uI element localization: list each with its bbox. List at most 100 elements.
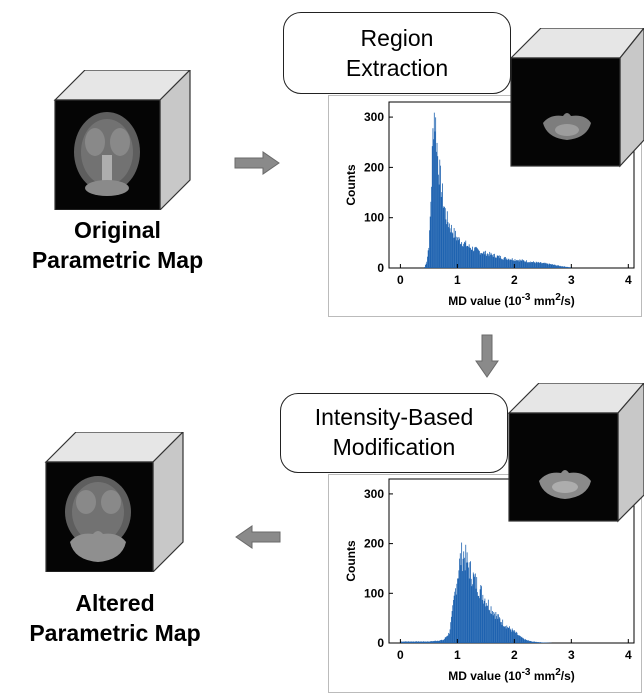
- histogram-bar: [424, 642, 425, 643]
- histogram-bar: [415, 641, 416, 643]
- histogram-bar: [491, 253, 492, 268]
- histogram-bar: [465, 545, 466, 643]
- histogram-bar: [486, 256, 487, 268]
- histogram-bar: [551, 264, 552, 268]
- histogram-bar: [444, 639, 445, 643]
- histogram-bar: [432, 146, 433, 268]
- histogram-bar: [484, 252, 485, 268]
- histogram-bar: [545, 263, 546, 268]
- histogram-bar: [543, 642, 544, 643]
- histogram-bar: [526, 640, 527, 643]
- x-tick-label: 3: [568, 648, 575, 662]
- histogram-bar: [404, 642, 405, 643]
- histogram-bar: [560, 266, 561, 268]
- histogram-bar: [528, 640, 529, 643]
- histogram-bar: [539, 642, 540, 643]
- histogram-bar: [495, 612, 496, 643]
- histogram-bar: [480, 589, 481, 643]
- histogram-bar: [474, 247, 475, 268]
- histogram-bar: [510, 260, 511, 268]
- histogram-bar: [532, 642, 533, 643]
- histogram-bar: [478, 250, 479, 268]
- histogram-bar: [521, 260, 522, 268]
- y-axis-label: Counts: [344, 540, 358, 582]
- histogram-bar: [454, 228, 455, 268]
- histogram-bar: [452, 233, 453, 268]
- histogram-bar: [501, 622, 502, 643]
- histogram-bar: [452, 605, 453, 643]
- histogram-bar: [428, 642, 429, 643]
- histogram-bar: [451, 225, 452, 268]
- histogram-bar: [466, 563, 467, 643]
- histogram-bar: [504, 626, 505, 643]
- histogram-bar: [502, 625, 503, 643]
- histogram-bar: [482, 600, 483, 643]
- histogram-bar: [551, 265, 552, 268]
- histogram-bar: [439, 640, 440, 643]
- y-tick-label: 100: [364, 211, 384, 225]
- histogram-bar: [443, 640, 444, 643]
- histogram-bar: [497, 614, 498, 643]
- histogram-bar: [497, 256, 498, 268]
- histogram-bar: [510, 259, 511, 268]
- histogram-bar: [534, 641, 535, 643]
- histogram-bar: [458, 240, 459, 268]
- histogram-bar: [567, 267, 568, 268]
- histogram-bar: [464, 242, 465, 268]
- histogram-bar: [474, 577, 475, 643]
- histogram-bar: [502, 259, 503, 268]
- histogram-bar: [469, 244, 470, 268]
- histogram-bar: [466, 246, 467, 268]
- histogram-bar: [527, 262, 528, 268]
- histogram-bar: [469, 562, 470, 643]
- histogram-bar: [515, 261, 516, 268]
- histogram-bar: [499, 255, 500, 268]
- histogram-bar: [430, 641, 431, 643]
- histogram-bar: [513, 630, 514, 643]
- histogram-bar: [536, 262, 537, 268]
- histogram-bar: [500, 622, 501, 643]
- histogram-bar: [455, 231, 456, 268]
- histogram-bar: [490, 613, 491, 643]
- histogram-bar: [401, 641, 402, 643]
- histogram-bar: [554, 265, 555, 268]
- histogram-bar: [424, 267, 425, 268]
- region-extraction-box: Region Extraction: [283, 12, 511, 94]
- histogram-bar: [486, 603, 487, 643]
- histogram-bar: [414, 642, 415, 643]
- histogram-bar: [543, 263, 544, 268]
- histogram-bar: [484, 599, 485, 643]
- histogram-bar: [522, 638, 523, 643]
- original-map-label-line1: Original: [10, 215, 225, 245]
- histogram-bar: [530, 641, 531, 643]
- y-axis-label: Counts: [344, 164, 358, 206]
- histogram-bar: [478, 596, 479, 643]
- histogram-bar: [435, 117, 436, 268]
- histogram-bar: [459, 237, 460, 268]
- histogram-bar: [449, 634, 450, 643]
- histogram-bar: [425, 265, 426, 268]
- histogram-bar: [441, 197, 442, 268]
- histogram-bar: [491, 614, 492, 643]
- histogram-bar: [481, 586, 482, 643]
- histogram-bar: [556, 265, 557, 268]
- histogram-bar: [450, 228, 451, 268]
- histogram-bar: [433, 641, 434, 643]
- histogram-bar: [539, 642, 540, 643]
- histogram-bar: [437, 156, 438, 268]
- histogram-bar: [497, 255, 498, 268]
- histogram-bar: [547, 264, 548, 268]
- histogram-bar: [555, 265, 556, 268]
- histogram-bar: [499, 617, 500, 643]
- histogram-bar: [519, 635, 520, 643]
- histogram-bar: [456, 584, 457, 643]
- histogram-bar: [508, 628, 509, 643]
- histogram-bar: [433, 641, 434, 643]
- histogram-bar: [558, 266, 559, 268]
- histogram-bar: [505, 626, 506, 643]
- histogram-bar: [476, 247, 477, 268]
- histogram-bar: [531, 262, 532, 268]
- histogram-bar: [432, 641, 433, 643]
- histogram-bar: [475, 247, 476, 268]
- histogram-bar: [545, 263, 546, 268]
